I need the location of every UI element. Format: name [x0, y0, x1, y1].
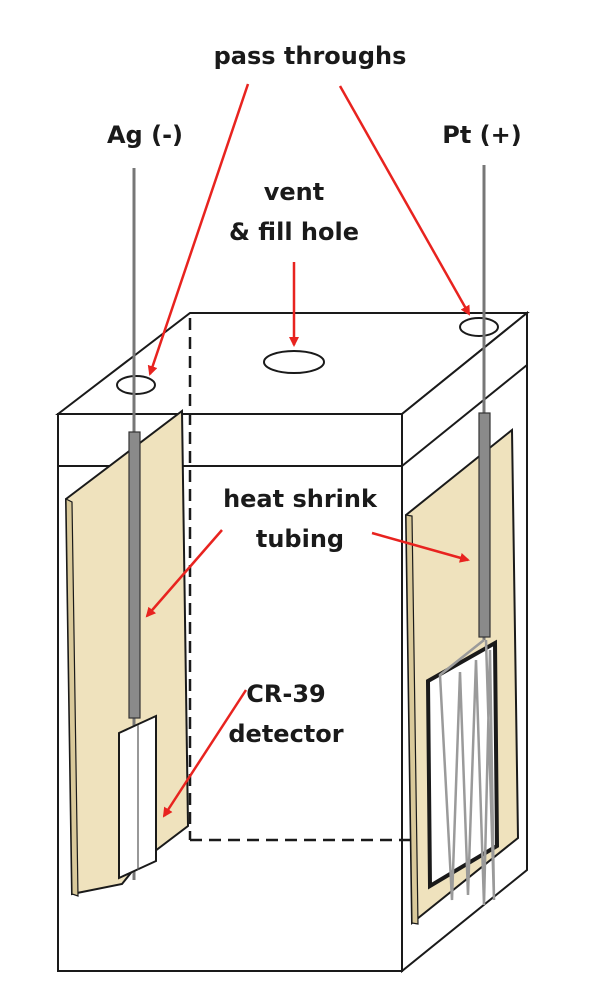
arrow-to-right-heat-shrink	[371, 531, 470, 563]
vent-fill-hole	[263, 350, 325, 374]
arrow-to-left-heat-shrink	[145, 529, 223, 618]
label-cr39-line1: CR-39	[246, 680, 325, 708]
left-heat-shrink-tubing	[128, 431, 141, 719]
label-heat-shrink-line1: heat shrink	[223, 485, 378, 513]
arrow-to-right-pass-through	[338, 85, 471, 316]
left-electrode-assembly	[64, 168, 190, 897]
arrow-to-left-pass-through	[147, 83, 250, 376]
label-pt-electrode: Pt (+)	[442, 121, 521, 149]
right-electrode-assembly	[404, 165, 520, 926]
pt-wire-winding	[438, 639, 496, 906]
label-pass-throughs: pass throughs	[214, 42, 407, 70]
right-heat-shrink-tubing	[478, 412, 491, 638]
right-pass-through-hole	[459, 317, 499, 337]
label-ag-electrode: Ag (-)	[107, 121, 183, 149]
left-pass-through-hole	[116, 375, 156, 395]
label-heat-shrink-line2: tubing	[256, 525, 344, 553]
diagram-labels: pass throughs Ag (-) Pt (+) vent & fill …	[107, 42, 522, 748]
left-panel-edge	[65, 498, 79, 897]
right-panel-edge	[405, 514, 419, 925]
label-cr39-line2: detector	[228, 720, 343, 748]
label-vent-line1: vent	[264, 178, 324, 206]
annotation-arrows	[145, 83, 471, 818]
lid-thickness-side	[401, 364, 528, 467]
label-vent-line2: & fill hole	[229, 218, 359, 246]
arrow-to-cr39-detector	[162, 689, 248, 818]
